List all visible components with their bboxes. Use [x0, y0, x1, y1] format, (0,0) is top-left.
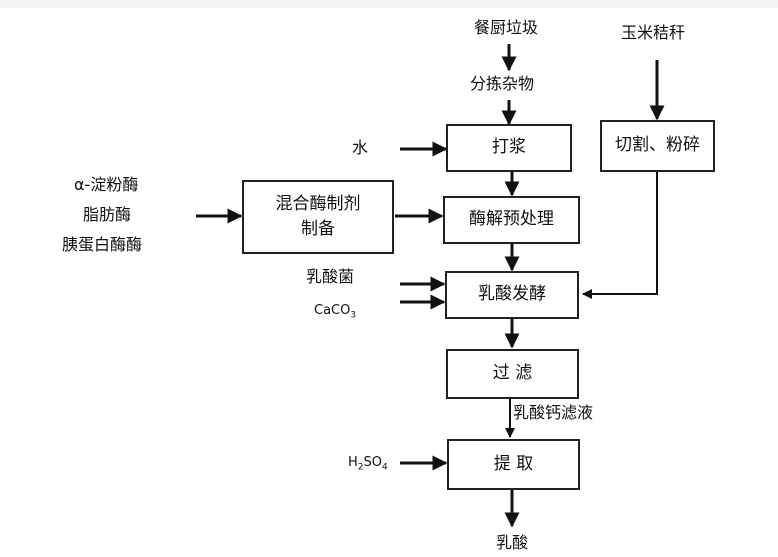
- box-fermentation: 乳酸发酵: [445, 271, 579, 319]
- label-h2so4: H2SO4: [348, 456, 388, 473]
- box-extraction: 提 取: [447, 439, 580, 490]
- box-mixed-enzyme: 混合酶制剂 制备: [242, 180, 394, 254]
- box-pulping: 打浆: [446, 124, 572, 172]
- label-calcium-lactate-filtrate: 乳酸钙滤液: [513, 403, 594, 422]
- box-enzymolysis: 酶解预处理: [443, 196, 580, 244]
- box-cutting: 切割、粉碎: [600, 120, 715, 172]
- box-filtration: 过 滤: [446, 349, 579, 399]
- top-bar: [0, 0, 778, 8]
- label-lipase: 脂肪酶: [83, 205, 132, 224]
- arrow-cutting-to-fermentation: [582, 171, 658, 299]
- label-corn-straw: 玉米秸秆: [621, 23, 686, 42]
- label-lactobacillus: 乳酸菌: [306, 267, 355, 286]
- h2so4-4: 4: [382, 462, 388, 473]
- label-trypsin: 胰蛋白酶酶: [62, 235, 143, 254]
- label-lactic-acid: 乳酸: [496, 533, 529, 552]
- label-caco3: CaCO3: [314, 304, 356, 321]
- label-sorting: 分拣杂物: [470, 74, 535, 93]
- label-water: 水: [352, 138, 369, 157]
- caco3-base: CaCO: [314, 303, 351, 318]
- h2so4-2: 2: [357, 462, 364, 473]
- box-fermentation-text: 乳酸发酵: [478, 284, 546, 305]
- h2so4-so: SO: [363, 455, 382, 470]
- label-food-waste: 餐厨垃圾: [474, 18, 539, 37]
- label-alpha-amylase: α-淀粉酶: [74, 175, 139, 194]
- box-extraction-text: 提 取: [493, 453, 534, 474]
- box-mixed-enzyme-line1: 混合酶制剂: [275, 193, 361, 214]
- box-mixed-enzyme-line2: 制备: [301, 219, 335, 239]
- box-filtration-text: 过 滤: [492, 363, 533, 384]
- box-pulping-text: 打浆: [492, 137, 526, 158]
- caco3-sub: 3: [350, 310, 357, 321]
- h2so4-h: H: [348, 455, 358, 470]
- box-enzymolysis-text: 酶解预处理: [469, 209, 554, 230]
- box-cutting-text: 切割、粉碎: [615, 135, 700, 156]
